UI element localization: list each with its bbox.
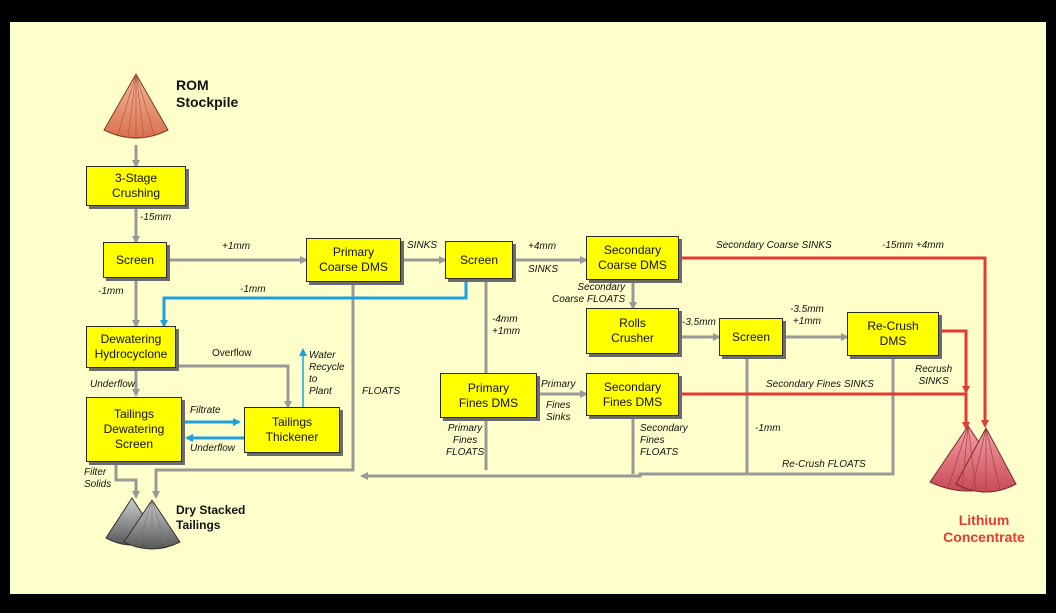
label-recrush-floats: Re-Crush FLOATS xyxy=(782,459,866,470)
label-fines-sinks: Fines Sinks xyxy=(546,400,571,423)
label-underflow-1: Underflow xyxy=(90,379,136,390)
label-minus-3-5mm: -3.5mm xyxy=(682,317,716,328)
secondary-coarse-dms-box[interactable]: Secondary Coarse DMS xyxy=(586,236,679,280)
label-floats: FLOATS xyxy=(362,386,401,397)
diagram-background xyxy=(10,22,1046,594)
label-underflow-2: Underflow xyxy=(190,443,236,454)
label-primary-fines-floats: Primary Fines FLOATS xyxy=(446,423,485,458)
label-secondary-coarse-floats: Secondary Coarse FLOATS xyxy=(552,282,626,305)
label-primary: Primary xyxy=(541,379,576,390)
label-minus-3-5mm-plus-1mm: -3.5mm +1mm xyxy=(790,304,824,327)
dewatering-hydrocyclone-box[interactable]: Dewatering Hydrocyclone xyxy=(86,326,176,368)
dry-stacked-tailings-label: Dry Stacked Tailings xyxy=(176,503,246,532)
crushing-box[interactable]: 3-Stage Crushing xyxy=(86,166,186,206)
primary-fines-dms-box[interactable]: Primary Fines DMS xyxy=(440,373,537,418)
secondary-fines-dms-box[interactable]: Secondary Fines DMS xyxy=(586,373,679,416)
label-plus-1mm: +1mm xyxy=(222,241,251,252)
rom-stockpile-icon xyxy=(103,72,169,139)
water-flow-lines xyxy=(160,279,468,442)
lithium-concentrate-icon xyxy=(929,425,1017,493)
process-flow-lines xyxy=(114,145,895,499)
rom-stockpile-label: ROM Stockpile xyxy=(176,77,239,110)
label-minus-4mm-plus-1mm: -4mm +1mm xyxy=(492,314,521,337)
label-overflow: Overflow xyxy=(212,348,252,359)
tailings-dewatering-screen-box[interactable]: Tailings Dewatering Screen xyxy=(86,397,182,462)
rolls-crusher-box[interactable]: Rolls Crusher xyxy=(586,308,679,354)
label-sinks-2: SINKS xyxy=(528,264,559,275)
label-water-recycle: Water Recycle to Plant xyxy=(309,350,345,397)
label-minus-15mm: -15mm xyxy=(140,212,172,223)
label-recrush-sinks: Recrush SINKS xyxy=(915,364,953,387)
lithium-concentrate-label: Lithium Concentrate xyxy=(943,512,1025,545)
label-secondary-fines-floats: Secondary Fines FLOATS xyxy=(640,423,688,458)
label-filtrate: Filtrate xyxy=(190,405,221,416)
screen-3-box[interactable]: Screen xyxy=(719,318,783,356)
label-filter-solids: Filter Solids xyxy=(84,467,112,490)
tailings-thickener-box[interactable]: Tailings Thickener xyxy=(244,407,340,453)
label-15mm-4mm: -15mm +4mm xyxy=(882,240,944,251)
label-secondary-fines-sinks: Secondary Fines SINKS xyxy=(766,379,874,390)
label-plus-4mm: +4mm xyxy=(528,241,557,252)
concentrate-flow-lines xyxy=(679,256,989,430)
re-crush-dms-box[interactable]: Re-Crush DMS xyxy=(847,312,939,356)
screen-1-box[interactable]: Screen xyxy=(103,242,167,278)
label-sinks: SINKS xyxy=(407,240,438,251)
label-secondary-coarse-sinks: Secondary Coarse SINKS xyxy=(716,240,832,251)
dry-stacked-tailings-icon xyxy=(105,497,181,550)
label-minus-1mm-c: -1mm xyxy=(755,423,781,434)
screen-2-box[interactable]: Screen xyxy=(445,241,513,279)
label-minus-1mm-b: -1mm xyxy=(240,284,266,295)
primary-coarse-dms-box[interactable]: Primary Coarse DMS xyxy=(306,238,401,282)
label-minus-1mm-a: -1mm xyxy=(98,286,124,297)
